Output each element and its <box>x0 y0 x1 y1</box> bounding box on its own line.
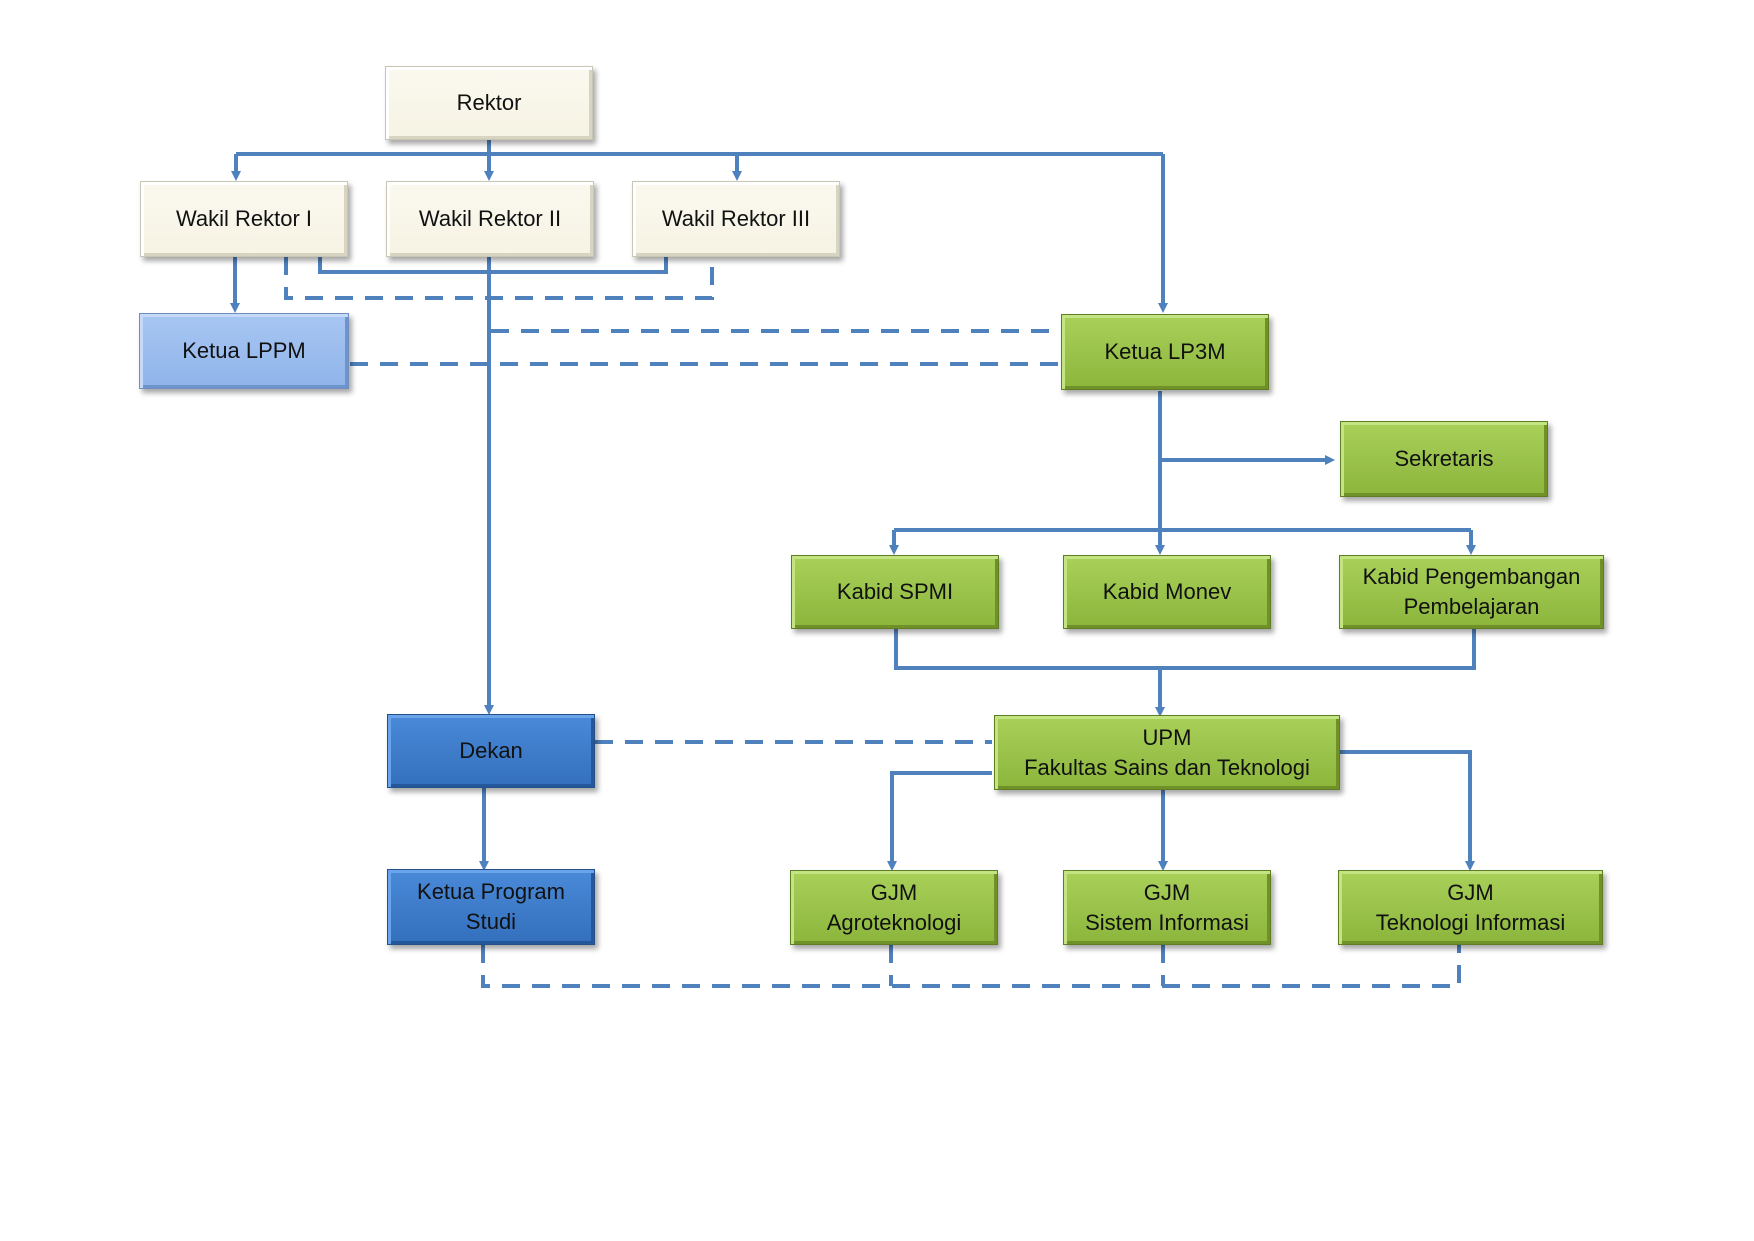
node-sekretaris[interactable]: Sekretaris <box>1340 421 1548 497</box>
connector-upm-gjm-ti <box>1340 750 1475 871</box>
node-rektor[interactable]: Rektor <box>385 66 593 140</box>
dashed-wr1-wr3 <box>284 257 714 300</box>
connector-upm-gjm-agro <box>887 771 992 871</box>
node-ketua-program-studi[interactable]: Ketua Program Studi <box>387 869 595 945</box>
node-wakil-rektor-3[interactable]: Wakil Rektor III <box>632 181 840 257</box>
node-kabid-monev[interactable]: Kabid Monev <box>1063 555 1271 629</box>
node-kabid-pengembangan[interactable]: Kabid Pengembangan Pembelajaran <box>1339 555 1604 629</box>
node-gjm-sistem-informasi[interactable]: GJM Sistem Informasi <box>1063 870 1271 945</box>
node-ketua-lppm[interactable]: Ketua LPPM <box>139 313 349 389</box>
node-gjm-agroteknologi[interactable]: GJM Agroteknologi <box>790 870 998 945</box>
connector-kabid-upm-bus <box>894 629 1476 670</box>
connector-wr1-wr3-solid <box>318 257 668 274</box>
node-upm[interactable]: UPM Fakultas Sains dan Teknologi <box>994 715 1340 790</box>
node-dekan[interactable]: Dekan <box>387 714 595 788</box>
node-wakil-rektor-2[interactable]: Wakil Rektor II <box>386 181 594 257</box>
node-gjm-teknologi-informasi[interactable]: GJM Teknologi Informasi <box>1338 870 1603 945</box>
node-ketua-lp3m[interactable]: Ketua LP3M <box>1061 314 1269 390</box>
node-kabid-spmi[interactable]: Kabid SPMI <box>791 555 999 629</box>
dashed-kaprodi-gjm <box>481 945 1461 988</box>
node-wakil-rektor-1[interactable]: Wakil Rektor I <box>140 181 348 257</box>
